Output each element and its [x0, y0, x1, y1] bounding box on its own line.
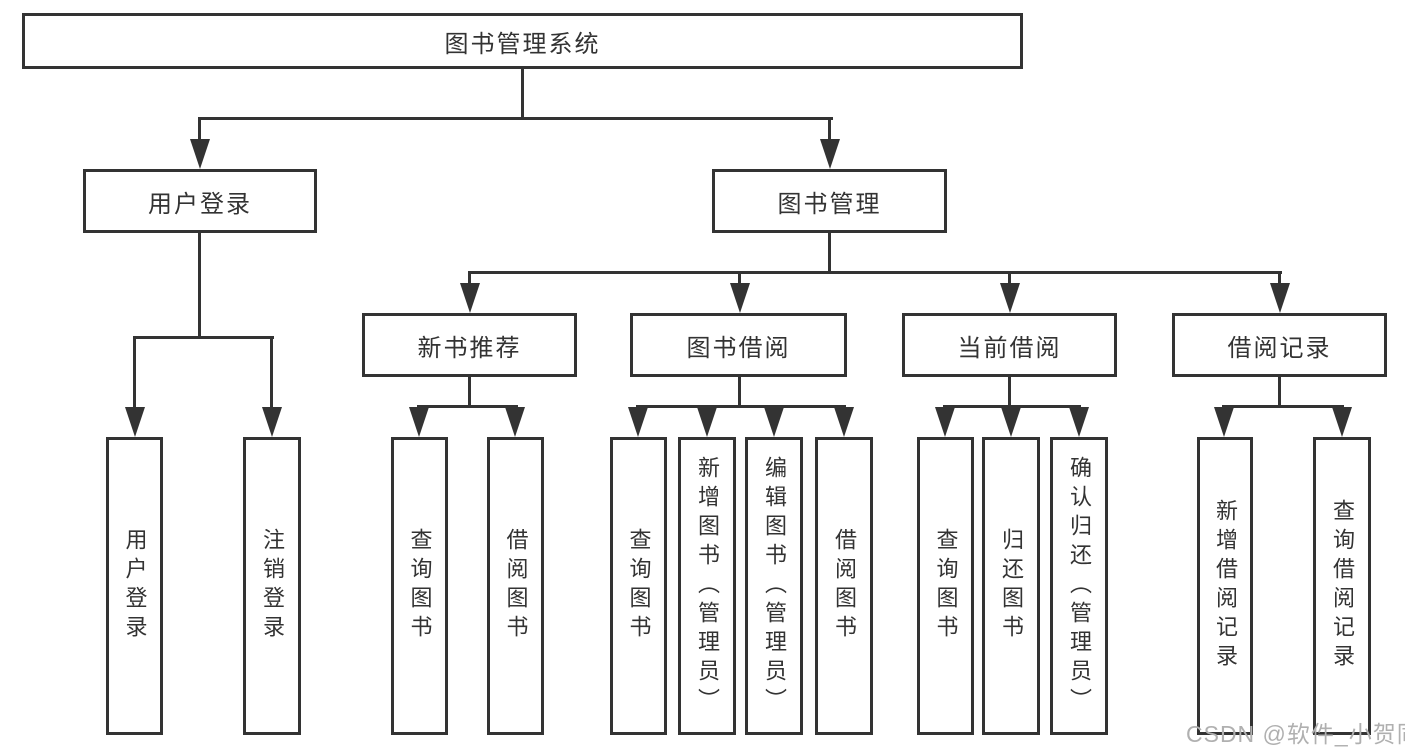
arrowhead-down-icon: [730, 283, 750, 313]
node-label-user-login: 用户登录: [148, 190, 252, 218]
arrowhead-down-icon: [697, 407, 717, 437]
connector-line: [468, 271, 471, 289]
connector-line: [636, 405, 846, 408]
connector-line: [738, 271, 741, 289]
leaf-borrow-add-books-admin: 新增图书（管理员）: [678, 437, 736, 735]
node-new-book-recommend: 新书推荐: [362, 313, 577, 377]
arrowhead-down-icon: [409, 407, 429, 437]
leaf-label-current-confirm-return-admin: 确认归还（管理员）: [1067, 455, 1092, 717]
node-borrow-records: 借阅记录: [1172, 313, 1387, 377]
arrowhead-down-icon: [820, 139, 840, 169]
leaf-label-records-add-record: 新增借阅记录: [1213, 499, 1238, 673]
arrowhead-down-icon: [1270, 283, 1290, 313]
arrowhead-down-icon: [262, 407, 282, 437]
arrowhead-down-icon: [460, 283, 480, 313]
leaf-recommend-query-books: 查询图书: [391, 437, 448, 735]
node-label-borrow-records: 借阅记录: [1227, 334, 1332, 362]
arrowhead-down-icon: [1332, 407, 1352, 437]
node-book-borrow: 图书借阅: [630, 313, 847, 377]
leaf-borrow-query-books: 查询图书: [610, 437, 667, 735]
connector-line: [133, 336, 136, 409]
connector-line: [943, 405, 1081, 408]
connector-line: [828, 117, 831, 145]
arrowhead-down-icon: [834, 407, 854, 437]
arrowhead-down-icon: [935, 407, 955, 437]
connector-line: [1278, 271, 1281, 289]
arrowhead-down-icon: [1214, 407, 1234, 437]
leaf-current-query-books: 查询图书: [917, 437, 974, 735]
leaf-label-user-login: 用户登录: [122, 528, 148, 644]
node-label-book-borrow: 图书借阅: [686, 334, 791, 362]
connector-line: [133, 336, 274, 339]
connector-line: [1008, 377, 1011, 408]
leaf-label-logout: 注销登录: [260, 528, 285, 644]
node-label-book-management: 图书管理: [777, 190, 882, 218]
leaf-label-current-query-books: 查询图书: [933, 528, 959, 644]
node-label-root: 图书管理系统: [444, 30, 601, 58]
arrowhead-down-icon: [1001, 407, 1021, 437]
node-label-current-borrow: 当前借阅: [957, 334, 1062, 362]
leaf-label-current-return-books: 归还图书: [999, 528, 1024, 644]
leaf-recommend-borrow-books: 借阅图书: [487, 437, 544, 735]
leaf-borrow-borrow-books: 借阅图书: [815, 437, 873, 735]
leaf-logout: 注销登录: [243, 437, 301, 735]
connector-line: [738, 377, 741, 408]
leaf-label-borrow-query-books: 查询图书: [626, 528, 652, 644]
arrowhead-down-icon: [125, 407, 145, 437]
connector-line: [198, 233, 201, 338]
node-user-login: 用户登录: [83, 169, 317, 233]
connector-line: [270, 336, 273, 409]
leaf-records-query-record: 查询借阅记录: [1313, 437, 1371, 735]
leaf-borrow-edit-books-admin: 编辑图书（管理员）: [745, 437, 803, 735]
leaf-user-login: 用户登录: [106, 437, 163, 735]
node-current-borrow: 当前借阅: [902, 313, 1117, 377]
arrowhead-down-icon: [1069, 407, 1089, 437]
arrowhead-down-icon: [505, 407, 525, 437]
arrowhead-down-icon: [628, 407, 648, 437]
leaf-label-borrow-add-books-admin: 新增图书（管理员）: [695, 455, 720, 717]
connector-line: [417, 405, 518, 408]
connector-line: [828, 233, 831, 274]
connector-line: [521, 69, 524, 119]
node-book-management: 图书管理: [712, 169, 947, 233]
node-label-new-book-recommend: 新书推荐: [417, 334, 522, 362]
leaf-label-records-query-record: 查询借阅记录: [1330, 499, 1355, 673]
arrowhead-down-icon: [764, 407, 784, 437]
node-library-management-system: 图书管理系统: [22, 13, 1023, 69]
connector-line: [198, 117, 201, 145]
leaf-label-recommend-query-books: 查询图书: [407, 528, 433, 644]
connector-line: [468, 271, 1282, 274]
leaf-records-add-record: 新增借阅记录: [1197, 437, 1253, 735]
arrowhead-down-icon: [1000, 283, 1020, 313]
connector-line: [1222, 405, 1344, 408]
arrowhead-down-icon: [190, 139, 210, 169]
connector-line: [1278, 377, 1281, 408]
leaf-current-return-books: 归还图书: [982, 437, 1040, 735]
leaf-label-borrow-edit-books-admin: 编辑图书（管理员）: [762, 455, 787, 717]
connector-line: [468, 377, 471, 408]
connector-line: [198, 117, 833, 120]
csdn-watermark: CSDN @软件_小贺同学: [1186, 721, 1405, 747]
leaf-label-borrow-borrow-books: 借阅图书: [832, 528, 857, 644]
connector-line: [1008, 271, 1011, 289]
leaf-current-confirm-return-admin: 确认归还（管理员）: [1050, 437, 1108, 735]
leaf-label-recommend-borrow-books: 借阅图书: [503, 528, 529, 644]
